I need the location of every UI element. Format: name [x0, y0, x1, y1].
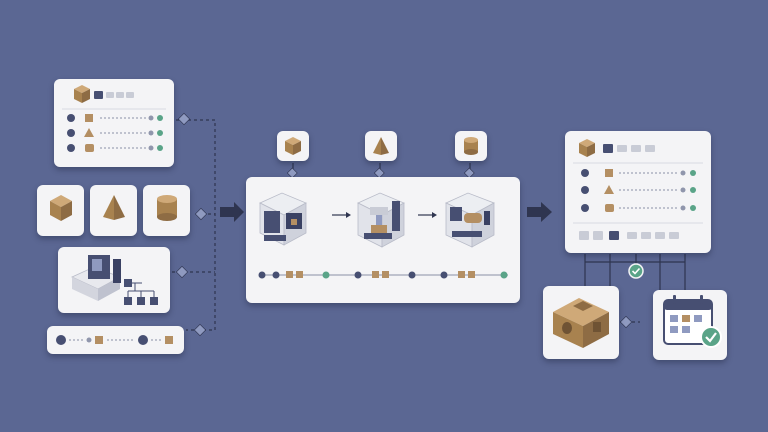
- calendar-check-icon: [663, 295, 722, 348]
- cube-icon: [285, 137, 301, 155]
- sequence-bar-card: [47, 326, 184, 354]
- junction-node: [177, 112, 191, 126]
- cube-icon: [74, 85, 90, 103]
- sequence-bar-graphic: [56, 335, 173, 345]
- output-list-graphic: [573, 139, 703, 240]
- machined-part-card: [543, 286, 619, 359]
- list-row: [581, 169, 696, 177]
- list-row: [67, 114, 163, 122]
- junction-node: [619, 315, 633, 329]
- junction-node: [193, 323, 207, 337]
- arrow-right-icon: [527, 202, 552, 222]
- cube-icon: [50, 195, 72, 221]
- junction-node: [194, 207, 208, 221]
- list-row: [581, 204, 696, 212]
- list-row: [581, 185, 696, 194]
- junction-node: [373, 167, 385, 179]
- arrow-right-icon: [220, 202, 244, 222]
- machined-part-icon: [553, 298, 609, 348]
- input-list-graphic: [62, 85, 166, 152]
- check-circle-icon: [628, 263, 644, 279]
- schedule-card: [653, 290, 727, 360]
- cylinder-card: [143, 185, 190, 236]
- process-card: [246, 177, 520, 303]
- junction-node: [463, 167, 475, 179]
- timeline-markers: [258, 271, 508, 279]
- press-machine-icon: [357, 192, 405, 248]
- cube-icon: [579, 139, 595, 157]
- pyramid-icon: [373, 137, 389, 155]
- input-list-card: [54, 79, 174, 167]
- left-bus-connector: [176, 119, 216, 331]
- process-graphic: [258, 192, 508, 279]
- lathe-machine-icon: [445, 192, 495, 248]
- cnc-machine-card: [58, 247, 170, 313]
- milling-machine-icon: [259, 192, 307, 246]
- output-list-card: [565, 131, 711, 253]
- pyramid-card: [90, 185, 137, 236]
- cylinder-icon: [464, 137, 478, 155]
- junction-node: [175, 265, 189, 279]
- pyramid-icon: [103, 195, 125, 220]
- cube-tag-card: [277, 131, 309, 161]
- junction-node: [286, 167, 298, 179]
- cylinder-icon: [157, 195, 177, 221]
- list-row: [67, 144, 163, 152]
- cylinder-tag-card: [455, 131, 487, 161]
- list-row: [67, 128, 163, 137]
- cube-card: [37, 185, 84, 236]
- pyramid-tag-card: [365, 131, 397, 161]
- milling-machine-icon: [71, 255, 158, 305]
